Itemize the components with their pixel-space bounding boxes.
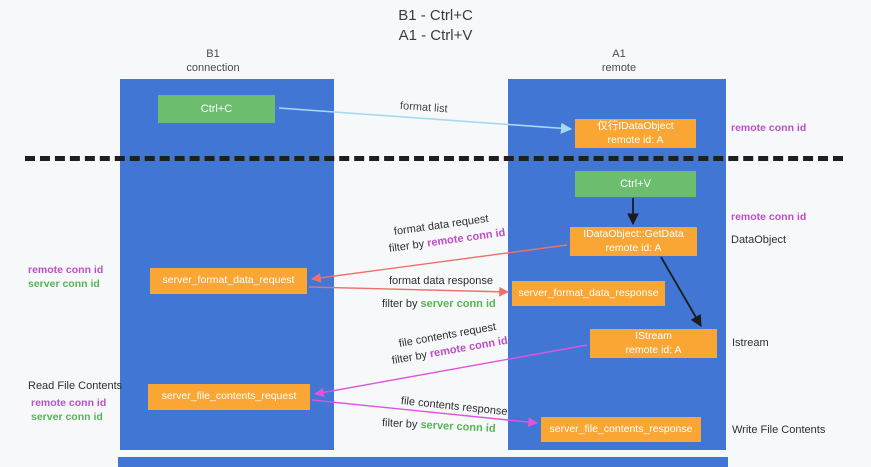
clipboard-dataobject-box: 仅行IDataObject remote id: A — [575, 119, 696, 148]
clipboard-dataobject-line1: 仅行IDataObject — [597, 119, 674, 132]
server-file-contents-request-label: server_file_contents_request — [161, 390, 297, 403]
filter-by-text: filter by — [382, 298, 418, 310]
server-format-data-request-box: server_format_data_request — [150, 268, 307, 294]
file-contents-response-label: file contents response — [400, 395, 509, 419]
server-file-contents-response-label: server_file_contents_response — [549, 422, 693, 435]
server-format-data-response-label: server_format_data_response — [518, 286, 659, 299]
server-file-contents-request-box: server_file_contents_request — [148, 384, 310, 410]
getdata-box: IDataObject::GetData remote id: A — [570, 227, 697, 256]
format-data-response-label: format data response — [389, 275, 493, 287]
diagram-title: B1 - Ctrl+C A1 - Ctrl+V — [0, 6, 871, 45]
server-format-data-request-label: server_format_data_request — [162, 274, 295, 287]
dashed-divider — [25, 156, 843, 161]
title-line-2: A1 - Ctrl+V — [398, 26, 473, 44]
ctrl-v-label: Ctrl+V — [620, 178, 651, 190]
server-format-data-response-box: server_format_data_response — [512, 281, 665, 306]
lifeline-b1-name: B1 — [206, 48, 220, 60]
ctrl-c-label: Ctrl+C — [200, 103, 233, 115]
lifeline-b1-role: connection — [186, 62, 240, 75]
format-data-response-filter-label: filter by server conn id — [382, 298, 496, 310]
lifeline-a1-name: A1 — [612, 48, 626, 60]
server-conn-id-annotation-2: server conn id — [31, 411, 103, 423]
istream-line1: IStream — [635, 329, 672, 342]
istream-box: IStream remote id: A — [590, 329, 717, 358]
istream-line2: remote id: A — [625, 343, 682, 356]
read-file-contents-annotation: Read File Contents — [28, 380, 123, 392]
bottom-bar — [118, 457, 728, 467]
remote-conn-id-annotation-2: remote conn id — [731, 211, 807, 223]
server-conn-id-text: server conn id — [420, 298, 496, 310]
filter-by-text: filter by — [390, 348, 428, 367]
lifeline-header-b1: B1 connection — [153, 47, 273, 76]
dataobject-annotation: DataObject — [731, 234, 787, 246]
istream-annotation: Istream — [732, 337, 769, 349]
filter-by-text: filter by — [381, 417, 418, 431]
remote-conn-id-annotation-1: remote conn id — [731, 122, 807, 134]
format-list-label: format list — [399, 100, 448, 116]
title-line-1: B1 - Ctrl+C — [398, 7, 473, 24]
lifeline-a1-role: remote — [601, 62, 637, 75]
server-conn-id-annotation-1: server conn id — [28, 278, 100, 290]
remote-conn-id-annotation-4: remote conn id — [31, 397, 107, 409]
getdata-line2: remote id: A — [605, 241, 662, 254]
server-file-contents-response-box: server_file_contents_response — [541, 417, 701, 442]
getdata-line1: IDataObject::GetData — [583, 227, 684, 240]
clipboard-dataobject-line2: remote id: A — [607, 133, 664, 146]
lifeline-header-a1: A1 remote — [559, 47, 679, 76]
ctrl-c-box: Ctrl+C — [158, 95, 275, 123]
file-contents-response-filter-label: filter by server conn id — [382, 417, 496, 435]
ctrl-v-box: Ctrl+V — [575, 171, 696, 197]
filter-by-text: filter by — [388, 238, 425, 255]
format-data-response-arrow — [308, 286, 509, 297]
write-file-contents-annotation: Write File Contents — [732, 424, 826, 436]
remote-conn-id-annotation-3: remote conn id — [28, 264, 104, 276]
server-conn-id-text: server conn id — [420, 419, 496, 435]
